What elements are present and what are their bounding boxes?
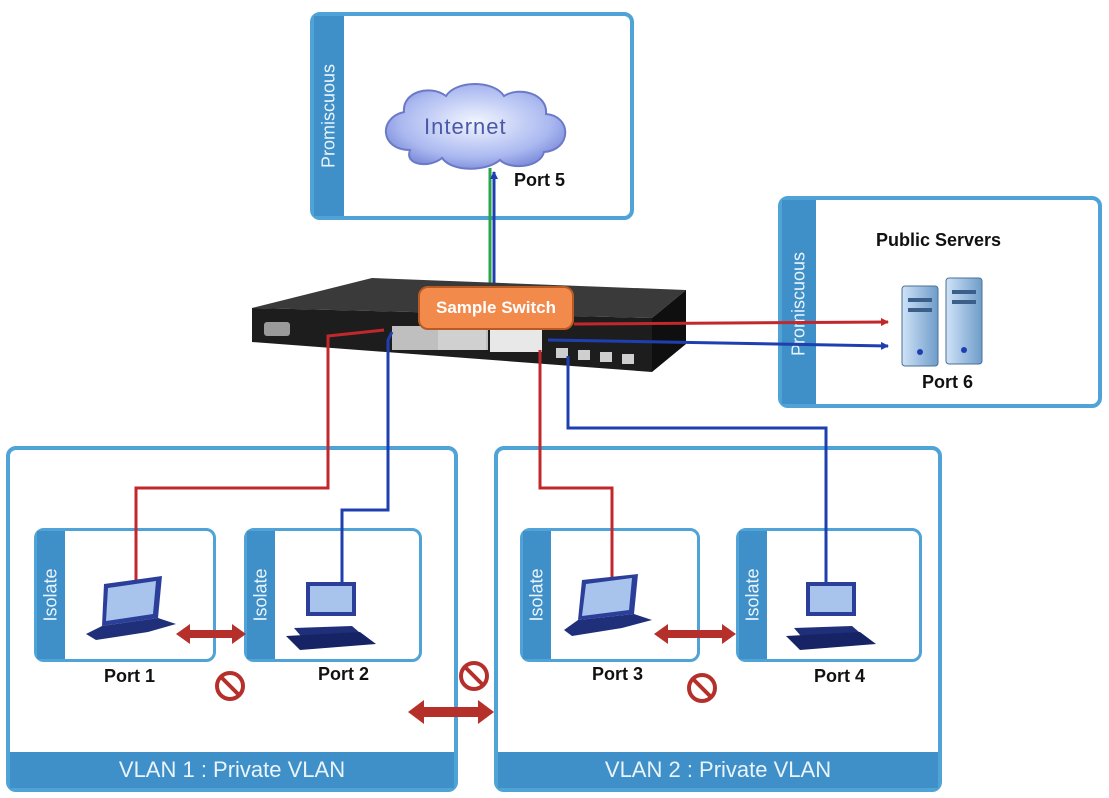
vlan1-bar: VLAN 1 : Private VLAN bbox=[10, 752, 454, 788]
port4-link bbox=[566, 356, 828, 584]
public-servers-label: Public Servers bbox=[876, 230, 1002, 250]
isolation-arrow-icon bbox=[176, 624, 246, 644]
vlan2-label: VLAN 2 : Private VLAN bbox=[604, 757, 832, 782]
port3-link bbox=[538, 350, 614, 580]
port1-link bbox=[134, 328, 385, 586]
isolate-bar: Isolate bbox=[37, 531, 65, 659]
blocked-icon bbox=[215, 671, 245, 701]
promiscuous-bar: Promiscuous bbox=[314, 16, 344, 216]
vlan2-bar: VLAN 2 : Private VLAN bbox=[498, 752, 938, 788]
blocked-icon bbox=[459, 661, 489, 691]
port2-link bbox=[340, 331, 394, 590]
internet-cloud-icon bbox=[385, 83, 567, 170]
server-link-blue bbox=[547, 338, 889, 350]
internet-box: Promiscuous bbox=[310, 12, 634, 220]
vlan1-label: VLAN 1 : Private VLAN bbox=[118, 757, 346, 782]
laptop-icon bbox=[564, 574, 652, 636]
switch-label: Sample Switch bbox=[418, 286, 574, 330]
port6-label: Port 6 bbox=[922, 372, 974, 392]
port1-label: Port 1 bbox=[104, 666, 156, 686]
isolation-arrow-icon bbox=[654, 624, 736, 644]
server-icon bbox=[901, 277, 983, 367]
port4-label: Port 4 bbox=[814, 666, 866, 686]
port2-label: Port 2 bbox=[318, 664, 370, 684]
servers-box: Promiscuous bbox=[778, 196, 1102, 408]
laptop-icon bbox=[86, 576, 176, 640]
blocked-icon bbox=[687, 673, 717, 703]
isolate-bar: Isolate bbox=[739, 531, 767, 659]
port3-label: Port 3 bbox=[592, 664, 644, 684]
isolate-bar: Isolate bbox=[523, 531, 551, 659]
server-link-red bbox=[573, 318, 889, 327]
vlan-arrow-icon bbox=[408, 700, 494, 724]
vlan1-box: VLAN 1 : Private VLAN bbox=[6, 446, 458, 792]
internet-label: Internet bbox=[424, 114, 507, 139]
promiscuous-bar: Promiscuous bbox=[782, 200, 816, 404]
isolate-bar: Isolate bbox=[247, 531, 275, 659]
desktop-icon bbox=[786, 582, 876, 650]
port5-label: Port 5 bbox=[514, 170, 566, 190]
desktop-icon bbox=[286, 582, 376, 650]
